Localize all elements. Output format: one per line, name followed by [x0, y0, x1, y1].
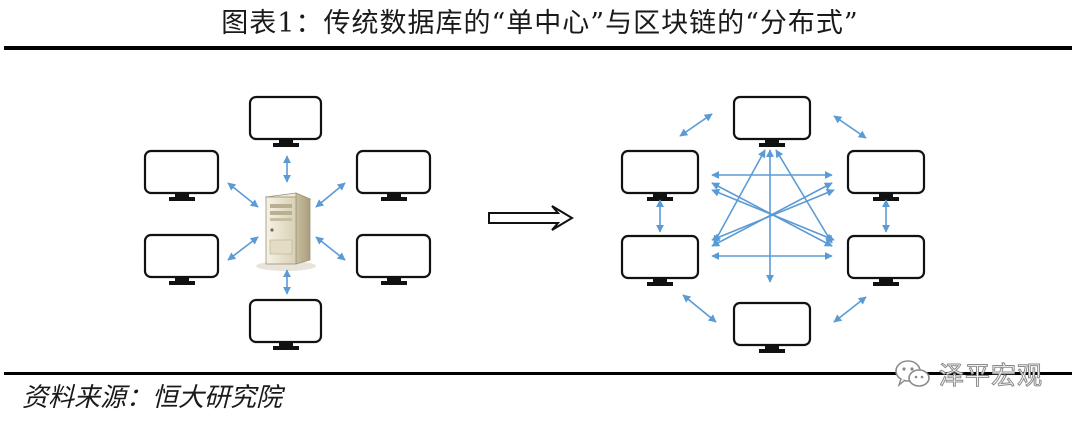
monitor-r-upper-left — [620, 149, 700, 201]
arrow-server-upper-left — [227, 182, 259, 208]
arrow-server-lower-right — [315, 236, 346, 261]
server-tower-icon — [256, 192, 316, 271]
arrow-server-upper-right — [315, 182, 346, 208]
arrow-server-lower-left — [227, 236, 259, 261]
monitor-r-lower-left — [620, 234, 700, 286]
monitor-upper-right — [355, 149, 432, 201]
watermark: 泽平宏观 — [893, 356, 1043, 392]
peer-arrow — [833, 115, 867, 139]
monitor-bottom — [248, 298, 323, 350]
monitor-top — [248, 95, 323, 147]
double-arrow-right-icon — [488, 205, 574, 231]
monitor-upper-left — [143, 149, 220, 201]
monitor-r-lower-right — [846, 234, 926, 286]
monitor-lower-right — [355, 233, 432, 285]
top-rule — [4, 46, 1072, 50]
monitor-r-top — [732, 95, 812, 147]
distributed-network — [620, 95, 926, 353]
monitor-lower-left — [143, 233, 220, 285]
centralized-network — [143, 95, 432, 350]
source-note: 资料来源：恒大研究院 — [22, 383, 283, 413]
peer-arrow — [682, 294, 717, 323]
peer-arrow — [679, 113, 713, 137]
peer-arrow — [833, 296, 867, 323]
figure-title: 图表1：传统数据库的“单中心”与区块链的“分布式” — [221, 8, 859, 39]
monitor-r-bottom — [732, 301, 812, 353]
watermark-text: 泽平宏观 — [938, 361, 1044, 391]
peer-arrow — [775, 149, 833, 244]
bottom-rule — [4, 372, 1072, 375]
monitor-r-upper-right — [846, 149, 926, 201]
peer-arrow — [711, 189, 835, 241]
wechat-icon — [895, 360, 930, 388]
